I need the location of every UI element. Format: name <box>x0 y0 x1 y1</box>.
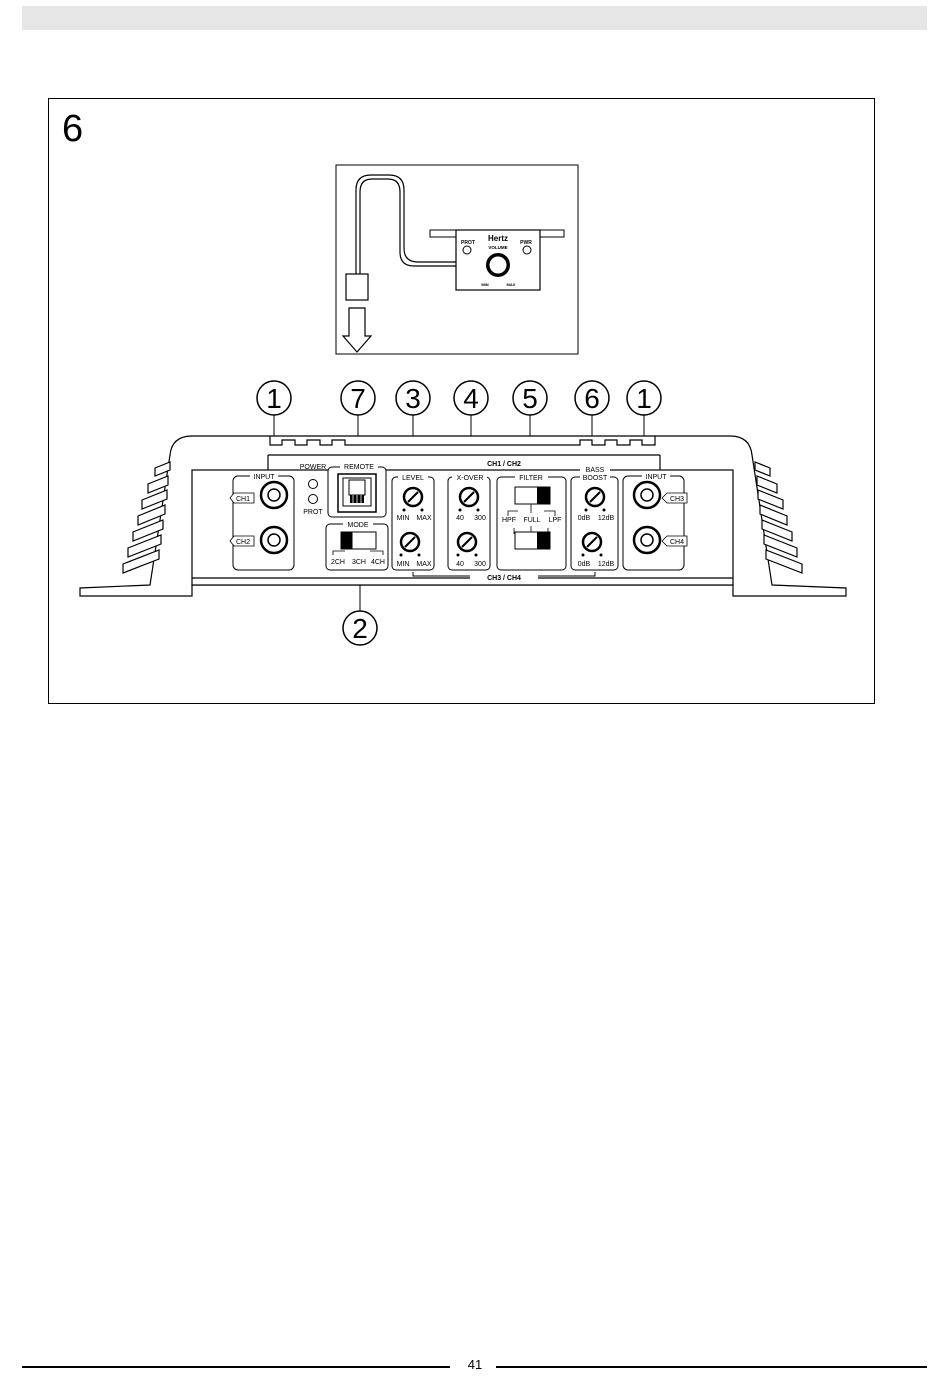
level-max-label-1: MAX <box>416 515 432 522</box>
callout-3: 3 <box>396 381 430 415</box>
bass-0db-label-2: 0dB <box>578 561 591 568</box>
level-label: LEVEL <box>402 475 424 482</box>
remote-label: REMOTE <box>344 464 374 471</box>
svg-text:6: 6 <box>584 383 600 414</box>
xover-label: X-OVER <box>457 475 484 482</box>
bass-0db-label-1: 0dB <box>578 515 591 522</box>
remote-pwr-label: PWR <box>520 240 532 246</box>
remote-volume-label: VOLUME <box>488 245 507 250</box>
level-knob-ch3-4[interactable] <box>401 533 419 551</box>
bass-12db-label-1: 12dB <box>598 515 615 522</box>
full-label: FULL <box>523 517 540 524</box>
mode-2ch-label: 2CH <box>331 559 345 566</box>
level-group: LEVEL MIN MAX MIN MAX <box>392 472 434 570</box>
input-left-label: INPUT <box>254 474 276 481</box>
level-min-label-2: MIN <box>397 561 410 568</box>
xover-knob-ch1-2[interactable] <box>460 488 478 506</box>
svg-text:5: 5 <box>522 383 538 414</box>
power-label: POWER <box>300 464 326 471</box>
xover-group: X-OVER 40 300 40 300 <box>448 472 490 570</box>
callout-1-left: 1 <box>257 381 291 415</box>
lpf-label: LPF <box>549 517 562 524</box>
ch1-ch2-label: CH1 / CH2 <box>487 461 521 468</box>
xover-300-label-2: 300 <box>474 561 486 568</box>
mode-4ch-label: 4CH <box>371 559 385 566</box>
bass-12db-label-2: 12dB <box>598 561 615 568</box>
callout-1-right: 1 <box>627 381 661 415</box>
level-knob-ch1-2[interactable] <box>404 488 422 506</box>
bass-boost-knob-ch3-4[interactable] <box>583 533 601 551</box>
level-max-label-2: MAX <box>416 561 432 568</box>
page-number: 41 <box>0 1357 950 1372</box>
ch2-label: CH2 <box>236 539 250 546</box>
svg-text:4: 4 <box>463 383 479 414</box>
filter-label: FILTER <box>519 475 543 482</box>
callout-6: 6 <box>575 381 609 415</box>
bass-boost-knob-ch1-2[interactable] <box>586 488 604 506</box>
remote-min-label: MIN <box>481 282 488 287</box>
ch4-label: CH4 <box>670 539 684 546</box>
prot-led <box>309 495 318 504</box>
hpf-label: HPF <box>502 517 516 524</box>
bass-label: BASS <box>586 467 605 474</box>
mode-3ch-label: 3CH <box>352 559 366 566</box>
remote-port-group: REMOTE <box>328 462 386 517</box>
callout-2: 2 <box>343 611 377 645</box>
svg-text:2: 2 <box>352 613 368 644</box>
mode-label: MODE <box>348 522 369 529</box>
svg-text:7: 7 <box>350 383 366 414</box>
remote-prot-label: PROT <box>461 240 475 246</box>
bass-boost-group: BASS BOOST 0dB 12dB 0dB 12dB <box>571 465 618 570</box>
xover-knob-ch3-4[interactable] <box>458 533 476 551</box>
remote-inset: Hertz PROT PWR VOLUME MIN MAX <box>336 165 578 354</box>
mode-switch-group: MODE 2CH 3CH 4CH <box>326 519 388 570</box>
input-group-right: INPUT CH3 CH4 <box>623 471 687 570</box>
input-right-label: INPUT <box>646 474 668 481</box>
remote-max-label: MAX <box>507 282 516 287</box>
xover-40-label-2: 40 <box>456 561 464 568</box>
ch1-label: CH1 <box>236 496 250 503</box>
callout-5: 5 <box>513 381 547 415</box>
footer-rule-right <box>496 1366 927 1368</box>
power-led <box>309 480 318 489</box>
input-group-left: INPUT CH1 CH2 <box>230 471 294 570</box>
svg-text:1: 1 <box>266 383 282 414</box>
prot-label: PROT <box>303 509 323 516</box>
remote-brand-logo: Hertz <box>488 234 508 243</box>
filter-group: FILTER HPF FULL LPF <box>497 472 566 570</box>
callout-7: 7 <box>341 381 375 415</box>
ch3-ch4-label: CH3 / CH4 <box>487 575 521 582</box>
boost-label: BOOST <box>583 475 608 482</box>
xover-300-label-1: 300 <box>474 515 486 522</box>
ch3-label: CH3 <box>670 496 684 503</box>
level-min-label-1: MIN <box>397 515 410 522</box>
svg-text:1: 1 <box>636 383 652 414</box>
svg-text:3: 3 <box>405 383 421 414</box>
xover-40-label-1: 40 <box>456 515 464 522</box>
callout-4: 4 <box>454 381 488 415</box>
